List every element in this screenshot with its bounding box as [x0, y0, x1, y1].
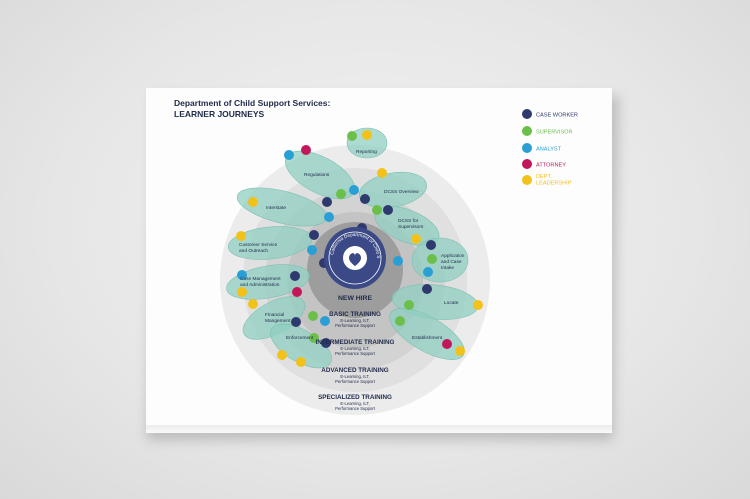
- dot-case-worker: [321, 338, 331, 348]
- dot-case-worker: [426, 240, 436, 250]
- label-financial: Financial: [265, 312, 284, 318]
- label-case-management: Case Management: [240, 276, 281, 282]
- dot-leadership: [473, 300, 483, 310]
- label-advanced-training: ADVANCED TRAINING: [321, 367, 389, 374]
- dot-supervisor: [347, 131, 357, 141]
- dot-supervisor: [308, 311, 318, 321]
- dot-leadership: [411, 234, 421, 244]
- dot-leadership: [377, 168, 387, 178]
- dot-case-worker: [422, 284, 432, 294]
- label-and-administration: and Administration: [240, 282, 280, 288]
- page-subtitle: LEARNER JOURNEYS: [174, 109, 265, 119]
- dot-supervisor: [404, 300, 414, 310]
- legend-swatch-attorney: [522, 159, 532, 169]
- label-reporting: Reporting: [356, 149, 377, 155]
- dot-supervisor: [309, 333, 319, 343]
- legend-label-attorney: ATTORNEY: [536, 163, 566, 169]
- label-mangement: Mangement: [265, 318, 291, 324]
- label-advanced-sub1: E-Learning, ILT,: [340, 374, 369, 379]
- label-dcss-for: DCSS for: [398, 218, 419, 224]
- dot-case-worker: [291, 317, 301, 327]
- dot-analyst: [284, 150, 294, 160]
- label-basic-training: BASIC TRAINING: [329, 311, 381, 318]
- family-heart-icon: [349, 253, 361, 266]
- label-basic-sub1: E-Learning, ILT,: [340, 318, 369, 323]
- label-establishment: Establishment: [412, 335, 443, 341]
- label-advanced-sub2: Performance Support: [335, 379, 376, 384]
- dot-analyst: [237, 270, 247, 280]
- page-title: Department of Child Support Services:: [174, 98, 330, 108]
- dot-leadership: [237, 287, 247, 297]
- legend-label-analyst: ANALYST: [536, 147, 562, 153]
- dot-analyst: [423, 267, 433, 277]
- dot-case-worker: [290, 271, 300, 281]
- label-dcss-overview: DCSS Overview: [384, 189, 419, 195]
- dot-supervisor: [336, 189, 346, 199]
- dot-supervisor: [372, 205, 382, 215]
- label-locate: Locate: [444, 300, 459, 306]
- journey-blobs: [226, 127, 479, 369]
- dot-analyst: [307, 245, 317, 255]
- label-basic-sub2: Performance Support: [335, 323, 376, 328]
- dot-attorney: [301, 145, 311, 155]
- legend-label-leadership-2: LEADERSHIP: [536, 181, 572, 187]
- dot-analyst: [320, 316, 330, 326]
- dcss-seal: California Department of Child Support S…: [0, 0, 386, 289]
- label-and-outreach: and Outreach: [239, 248, 268, 254]
- legend-swatch-case-worker: [522, 109, 532, 119]
- label-application: Application: [441, 253, 465, 259]
- dot-leadership: [236, 231, 246, 241]
- legend-swatch-analyst: [522, 143, 532, 153]
- label-and-case: and Case: [441, 259, 462, 265]
- blob-case-management: [226, 264, 310, 300]
- blob-enforcement: [270, 323, 332, 369]
- legend-label-leadership: DEPT.: [536, 174, 552, 180]
- dot-case-worker: [309, 230, 319, 240]
- label-regulations: Regulations: [304, 172, 330, 178]
- dot-attorney: [292, 287, 302, 297]
- label-interstate: Interstate: [266, 205, 286, 211]
- dot-leadership: [362, 130, 372, 140]
- label-customer-service: Customer Service: [239, 242, 277, 248]
- dot-analyst: [349, 185, 359, 195]
- label-supervisors: Supervisors: [398, 224, 424, 230]
- label-specialized-sub1: E-Learning, ILT,: [340, 401, 369, 406]
- dot-attorney: [442, 339, 452, 349]
- dot-analyst: [393, 256, 403, 266]
- journey-labels: Reporting Regulations DCSS Overview Inte…: [239, 149, 465, 341]
- dot-supervisor: [427, 254, 437, 264]
- label-new-hire: NEW HIRE: [338, 295, 372, 302]
- dot-case-worker: [360, 194, 370, 204]
- legend-label-case-worker: CASE WORKER: [536, 113, 578, 119]
- dot-supervisor: [395, 316, 405, 326]
- label-specialized-sub2: Performance Support: [335, 406, 376, 411]
- dot-case-worker: [322, 197, 332, 207]
- legend-swatch-leadership: [522, 175, 532, 185]
- dot-leadership: [248, 299, 258, 309]
- dot-leadership: [248, 197, 258, 207]
- dot-analyst: [324, 212, 334, 222]
- legend: CASE WORKER SUPERVISOR ANALYST ATTORNEY …: [522, 109, 578, 187]
- dot-leadership: [277, 350, 287, 360]
- blob-reporting: [346, 127, 388, 159]
- label-enforcement: Enforcement: [286, 335, 314, 341]
- booklet-fold: [146, 425, 612, 433]
- legend-label-supervisor: SUPERVISOR: [536, 130, 573, 136]
- label-intake: Intake: [441, 265, 454, 271]
- label-intermediate-training: INTERMEDIATE TRAINING: [316, 339, 395, 346]
- label-specialized-training: SPECIALIZED TRAINING: [318, 394, 392, 401]
- dot-leadership: [455, 346, 465, 356]
- legend-swatch-supervisor: [522, 126, 532, 136]
- label-intermediate-sub2: Performance Support: [335, 351, 376, 356]
- seal-ring: [328, 231, 382, 285]
- dot-case-worker: [383, 205, 393, 215]
- label-intermediate-sub1: E-Learning, ILT,: [340, 346, 369, 351]
- dot-leadership: [296, 357, 306, 367]
- ring-labels: NEW HIRE BASIC TRAINING E-Learning, ILT,…: [316, 295, 395, 411]
